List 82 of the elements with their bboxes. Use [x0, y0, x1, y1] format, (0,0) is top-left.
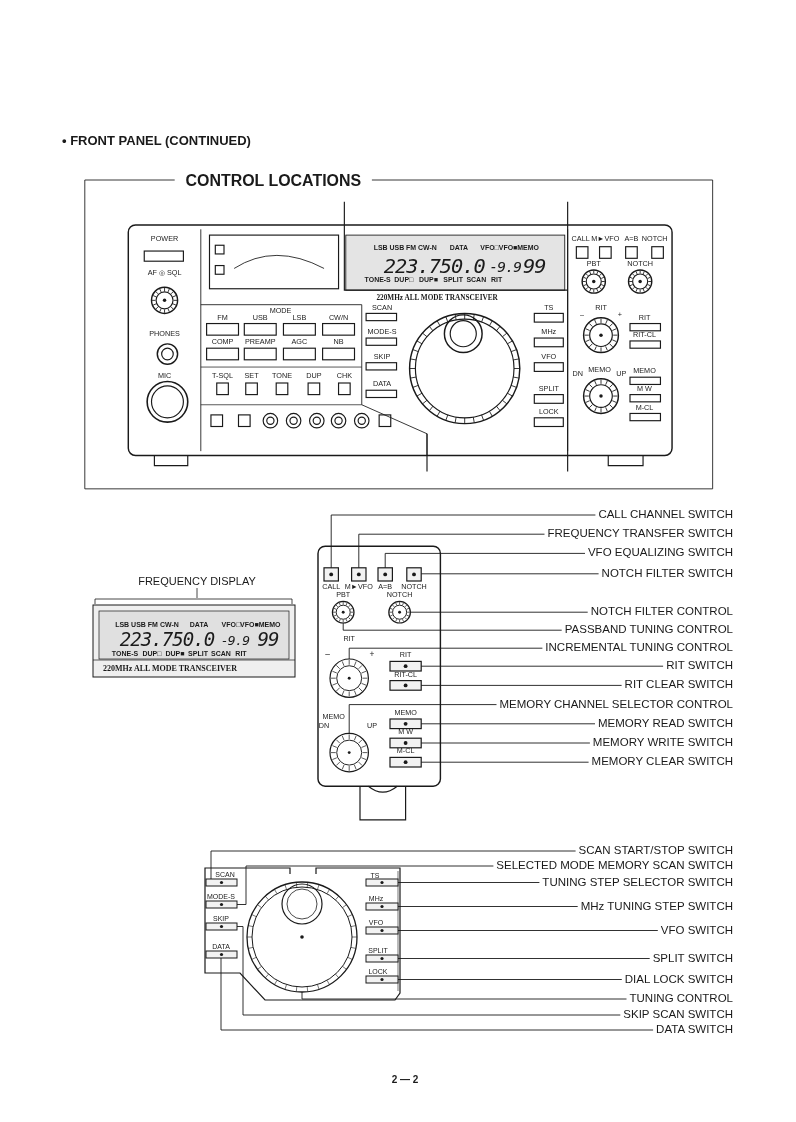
- callout-label: MEMORY CHANNEL SELECTOR CONTROL: [499, 698, 733, 711]
- push-button: [205, 922, 238, 931]
- push-button: [389, 756, 422, 768]
- push-button: [351, 567, 367, 582]
- lcd-readout: 223.750.0: [383, 255, 485, 276]
- push-button: [323, 567, 339, 582]
- callout-label: MEMORY WRITE SWITCH: [592, 737, 733, 749]
- leader-line: [397, 979, 623, 980]
- callout-label: NOTCH FILTER SWITCH: [601, 568, 733, 580]
- leader-line: [220, 957, 654, 1031]
- callout-label: RIT CLEAR SWITCH: [624, 679, 733, 692]
- section-heading: FREQUENCY DISPLAY: [138, 575, 256, 587]
- callout-label: TUNING CONTROL: [629, 993, 733, 1005]
- leader-line: [409, 611, 589, 613]
- callout-label: SKIP SCAN SWITCH: [623, 1009, 733, 1021]
- control-knob: [329, 732, 369, 773]
- callout-label: SPLIT SWITCH: [652, 952, 733, 965]
- callout-label: TUNING STEP SELECTOR SWITCH: [542, 876, 733, 889]
- leader-line: [420, 684, 623, 686]
- callout-label: MHz TUNING STEP SWITCH: [580, 900, 733, 913]
- leader-line: [397, 930, 659, 931]
- callout-label: SCAN START/STOP SWITCH: [578, 845, 733, 857]
- push-button: [205, 878, 238, 887]
- leader-line: [420, 761, 590, 763]
- leader-line: [210, 850, 577, 880]
- callout-label: RIT SWITCH: [666, 660, 733, 672]
- leader-line: [330, 514, 596, 569]
- lcd-readout: 99: [523, 255, 546, 276]
- push-button: [205, 950, 238, 959]
- push-button: [365, 902, 399, 911]
- push-button: [205, 900, 238, 909]
- leader-line: [420, 723, 596, 725]
- callout-label: PASSBAND TUNING CONTROL: [564, 624, 733, 636]
- callout-label: INCREMENTAL TUNING CONTROL: [545, 642, 733, 654]
- leader-line: [384, 552, 586, 569]
- lcd-readout: 223.750.0: [119, 629, 215, 649]
- callout-label: SELECTED MODE MEMORY SCAN SWITCH: [496, 860, 733, 872]
- push-button: [365, 975, 399, 984]
- leader-line: [397, 958, 651, 959]
- callout-label: VFO EQUALIZING SWITCH: [587, 547, 733, 560]
- lcd-readout: 99: [257, 629, 279, 649]
- push-button: [389, 660, 422, 672]
- callout-label: VFO SWITCH: [660, 924, 733, 937]
- tuning-dial: [246, 881, 358, 993]
- callout-label: NOTCH FILTER CONTROL: [590, 606, 733, 618]
- callout-label: DATA SWITCH: [656, 1024, 733, 1036]
- leader-line: [236, 865, 494, 905]
- panel-label: 220MHz ALL MODE TRANSCEIVER: [103, 665, 237, 673]
- section-heading: CONTROL LOCATIONS: [185, 173, 362, 190]
- leader-line: [420, 573, 600, 575]
- push-button: [365, 926, 399, 935]
- push-button: [377, 567, 393, 582]
- push-button: [365, 878, 399, 887]
- leader-line: [397, 882, 540, 883]
- page-number: 2 — 2: [391, 1075, 419, 1085]
- lcd-readout: -9.9: [220, 633, 250, 647]
- page-title: • FRONT PANEL (CONTINUED): [62, 133, 251, 147]
- callout-label: CALL CHANNEL SWITCH: [598, 509, 733, 521]
- push-button: [389, 680, 422, 691]
- callout-label: MEMORY CLEAR SWITCH: [591, 756, 733, 768]
- callout-label: MEMORY READ SWITCH: [597, 718, 733, 730]
- push-button: [389, 718, 422, 730]
- panel-label: +: [369, 650, 375, 659]
- callout-label: FREQUENCY TRANSFER SWITCH: [547, 528, 733, 540]
- leader-line: [358, 533, 545, 569]
- callout-label: DIAL LOCK SWITCH: [624, 973, 733, 986]
- leader-line: [420, 665, 664, 667]
- push-button: [365, 954, 399, 963]
- lcd-readout: -9.9: [489, 259, 522, 275]
- leader-line: [397, 906, 579, 907]
- leader-line: [236, 926, 621, 1016]
- panel-label: –: [325, 650, 330, 659]
- control-knob: [331, 600, 355, 624]
- leader-line: [342, 622, 563, 631]
- push-button: [389, 737, 422, 749]
- leader-line: [301, 991, 627, 1000]
- control-knob: [329, 658, 369, 698]
- leader-line: [348, 647, 543, 660]
- push-button: [406, 567, 422, 582]
- leader-line: [348, 704, 497, 734]
- leader-line: [420, 742, 591, 744]
- control-knob: [388, 600, 411, 624]
